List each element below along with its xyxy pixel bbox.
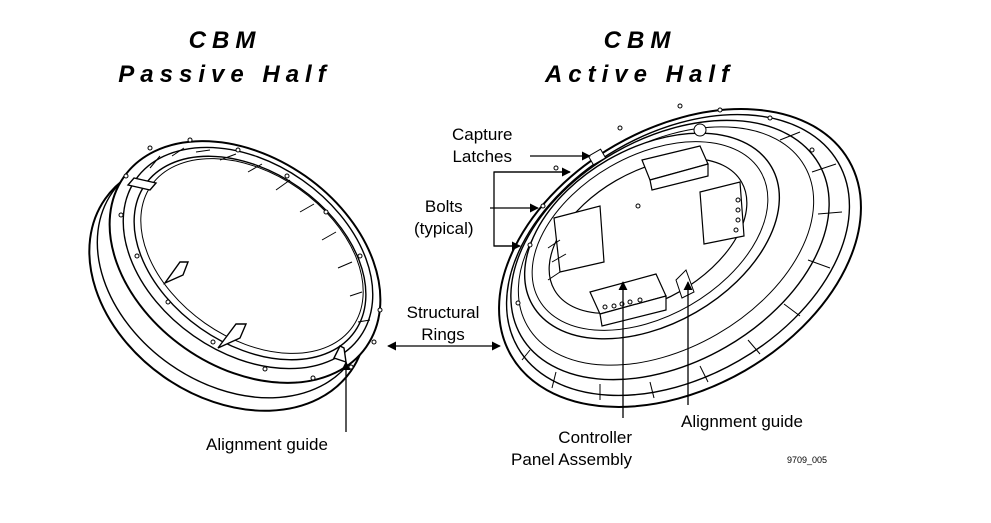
active-title-line2: Active Half	[544, 61, 736, 88]
passive-title-line2: Passive Half	[118, 61, 332, 88]
figure-id: 9709_005	[787, 455, 828, 465]
capture-latches-label: Capture Latches	[452, 124, 512, 168]
structural-rings-label: Structural Rings	[397, 302, 489, 346]
leader-lines	[341, 151, 693, 432]
bolts-line1: Bolts	[424, 197, 463, 216]
bolts-label: Bolts (typical)	[414, 196, 474, 240]
active-half-title: CBM Active Half	[520, 24, 760, 92]
passive-ring	[88, 137, 383, 412]
controller-panel-label: Controller Panel Assembly	[488, 427, 632, 471]
active-alignment-guide-label: Alignment guide	[681, 412, 803, 431]
bolts-line2: (typical)	[414, 219, 474, 238]
passive-title-line1: CBM	[188, 27, 262, 54]
active-ring	[498, 103, 862, 408]
passive-half-title: CBM Passive Half	[100, 24, 350, 92]
rings-line1: Structural	[406, 303, 480, 322]
controller-line1: Controller	[558, 428, 632, 447]
active-title-line1: CBM	[603, 27, 677, 54]
capture-line1: Capture	[452, 125, 513, 144]
capture-line2: Latches	[452, 147, 513, 166]
controller-line2: Panel Assembly	[511, 450, 632, 469]
rings-line2: Rings	[421, 325, 465, 344]
passive-alignment-guide-label: Alignment guide	[206, 435, 328, 454]
